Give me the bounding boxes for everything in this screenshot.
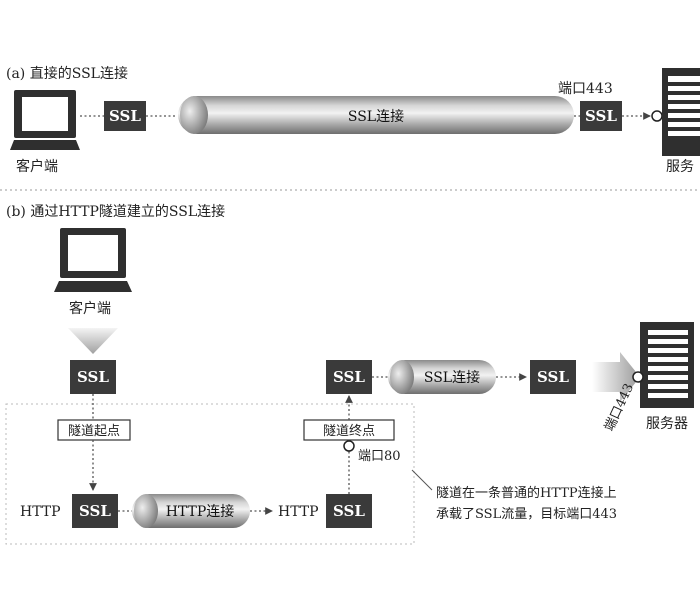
http-right-label: HTTP [278, 504, 319, 520]
server-icon [662, 68, 700, 156]
svg-text:SSL: SSL [109, 107, 141, 125]
port-socket-icon [632, 371, 644, 383]
server-label-b: 服务器 [646, 416, 688, 432]
svg-text:隧道终点: 隧道终点 [323, 423, 375, 439]
down-arrow-icon [68, 328, 118, 354]
http-connection-pipe: HTTP连接 [132, 494, 250, 528]
server-icon-b [640, 322, 694, 408]
ssl-connection-pipe: SSL连接 [178, 96, 574, 134]
http-left-label: HTTP [20, 504, 61, 520]
svg-text:隧道起点: 隧道起点 [68, 423, 120, 439]
ssl-top-left-box: SSL [326, 360, 372, 394]
ssl-left-box: SSL [72, 494, 118, 528]
ssl-top-right-box: SSL [530, 360, 576, 394]
svg-text:SSL: SSL [77, 368, 109, 386]
section-b-title: (b) 通过HTTP隧道建立的SSL连接 [6, 203, 225, 220]
http-connection-label: HTTP连接 [166, 503, 235, 520]
svg-text:SSL: SSL [79, 502, 111, 520]
server-label: 服务 [666, 159, 694, 175]
ssl-connection-label-b: SSL连接 [424, 369, 480, 386]
ssl-connection-label: SSL连接 [348, 108, 404, 125]
tunnel-end-box: 隧道终点 [303, 419, 395, 441]
client-label-b: 客户端 [69, 300, 111, 317]
svg-text:SSL: SSL [333, 502, 365, 520]
ssl-client-box: SSL [104, 101, 146, 131]
svg-text:SSL: SSL [585, 107, 617, 125]
ssl-connection-pipe-b: SSL连接 [388, 360, 496, 394]
ssl-right-box: SSL [326, 494, 372, 528]
right-arrow-icon [592, 352, 640, 402]
client-label: 客户端 [16, 158, 58, 175]
note-line-2: 承载了SSL流量，目标端口443 [436, 507, 617, 522]
svg-text:SSL: SSL [333, 368, 365, 386]
port-socket-icon [343, 440, 355, 452]
ssl-client-box-b: SSL [70, 360, 116, 394]
port-443-label: 端口443 [558, 81, 613, 97]
section-a-title: (a) 直接的SSL连接 [6, 65, 128, 82]
note-line-1: 隧道在一条普通的HTTP连接上 [436, 485, 617, 501]
svg-text:SSL: SSL [537, 368, 569, 386]
port-socket-icon [651, 110, 663, 122]
port-80-label: 端口80 [358, 449, 401, 464]
note-leader-line [411, 469, 433, 491]
client-computer-icon [54, 228, 132, 292]
client-computer-icon [10, 90, 80, 150]
tunnel-start-box: 隧道起点 [57, 419, 131, 441]
tunnel-region [5, 403, 415, 545]
ssl-server-box: SSL [580, 101, 622, 131]
